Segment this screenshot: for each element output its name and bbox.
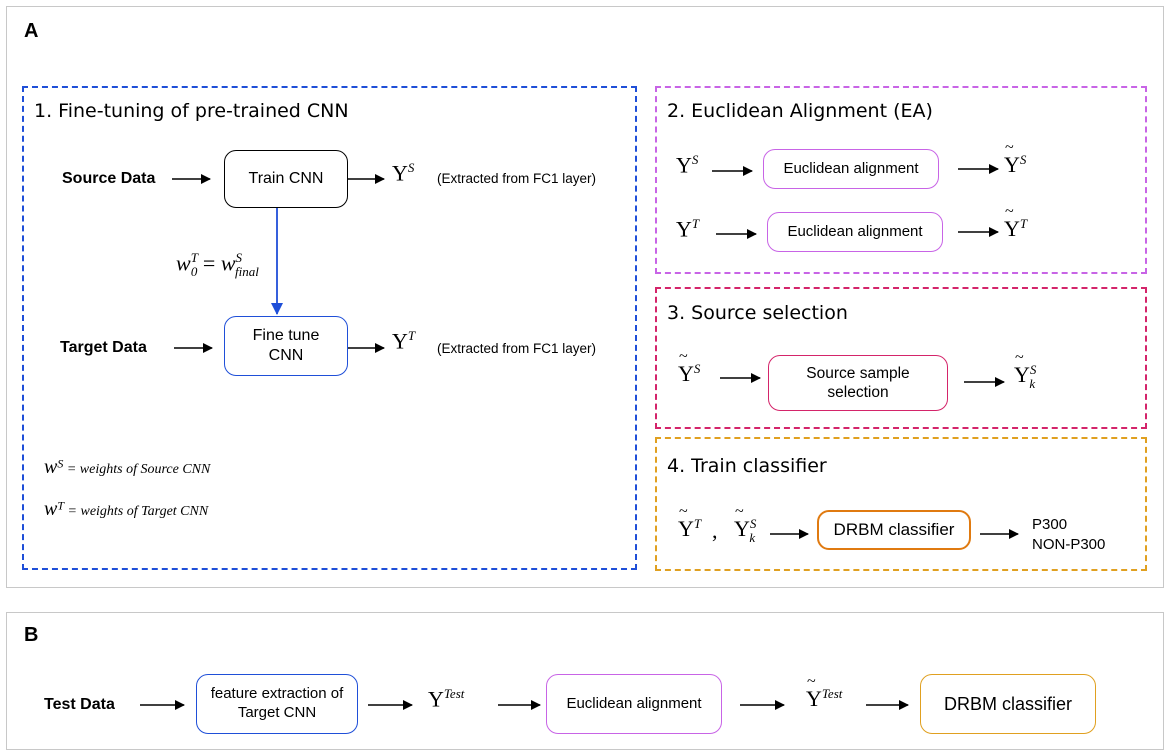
source-data-label: Source Data bbox=[62, 170, 156, 187]
legend-target-weights: wT = weights of Target CNN bbox=[44, 498, 209, 520]
tc-input-yt-tilde: YT bbox=[678, 503, 701, 542]
source-sample-selection-box: Source sample selection bbox=[768, 355, 948, 411]
section-finetune bbox=[22, 86, 637, 570]
euclidean-alignment-box-b: Euclidean alignment bbox=[546, 674, 722, 734]
ys-label: YS bbox=[392, 160, 415, 186]
weight-init-equation: wT0 = wSfinal bbox=[176, 250, 259, 279]
train-cnn-box: Train CNN bbox=[224, 150, 348, 208]
section-train-classifier bbox=[655, 437, 1147, 571]
legend-source-weights: wS = weights of Source CNN bbox=[44, 456, 211, 478]
drbm-classifier-box: DRBM classifier bbox=[817, 510, 971, 550]
ea-input-ys: YS bbox=[676, 152, 699, 178]
ea-output-ys-tilde: YS bbox=[1004, 139, 1026, 178]
drbm-classifier-box-b: DRBM classifier bbox=[920, 674, 1096, 734]
feature-extraction-box: feature extraction of Target CNN bbox=[196, 674, 358, 734]
panel-b-letter: B bbox=[24, 624, 39, 646]
tc-input-ysk-tilde: YSk bbox=[734, 503, 756, 546]
ea-input-yt: YT bbox=[676, 216, 700, 242]
section-3-title: 3. Source selection bbox=[667, 302, 848, 324]
euclidean-alignment-box-1: Euclidean alignment bbox=[763, 149, 939, 189]
output-non-p300: NON-P300 bbox=[1032, 536, 1106, 553]
ea-output-yt-tilde: YT bbox=[1004, 203, 1027, 242]
section-ea bbox=[655, 86, 1147, 274]
euclidean-alignment-box-2: Euclidean alignment bbox=[767, 212, 943, 252]
tc-comma: , bbox=[712, 518, 718, 543]
test-data-label: Test Data bbox=[44, 696, 115, 713]
section-4-title: 4. Train classifier bbox=[667, 455, 827, 477]
ss-input-ys-tilde: YS bbox=[678, 348, 700, 387]
yt-label: YT bbox=[392, 328, 416, 354]
section-source-selection bbox=[655, 287, 1147, 429]
output-p300: P300 bbox=[1032, 516, 1068, 533]
panel-a-letter: A bbox=[24, 20, 39, 42]
target-data-label: Target Data bbox=[60, 339, 147, 356]
extracted-note-1: (Extracted from FC1 layer) bbox=[437, 171, 597, 186]
y-test-label: YTest bbox=[428, 686, 465, 712]
section-1-title: 1. Fine-tuning of pre-trained CNN bbox=[34, 100, 349, 122]
y-test-tilde-label: YTest bbox=[806, 673, 842, 712]
panel-a bbox=[6, 6, 1164, 588]
extracted-note-2: (Extracted from FC1 layer) bbox=[437, 341, 597, 356]
ss-output-ysk-tilde: YSk bbox=[1014, 349, 1036, 392]
fine-tune-cnn-box: Fine tune CNN bbox=[224, 316, 348, 376]
section-2-title: 2. Euclidean Alignment (EA) bbox=[667, 100, 933, 122]
